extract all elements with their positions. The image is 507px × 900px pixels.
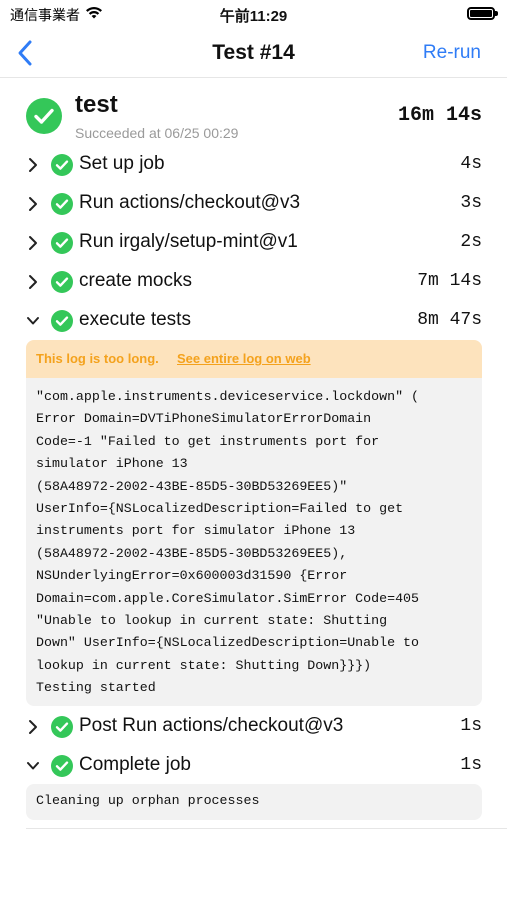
- log-output: "com.apple.instruments.deviceservice.loc…: [26, 378, 482, 706]
- check-circle-icon: [51, 755, 73, 777]
- chevron-right-icon[interactable]: [26, 195, 40, 213]
- step-row[interactable]: Complete job 1s: [26, 749, 482, 783]
- step-row[interactable]: Set up job 4s: [26, 148, 482, 182]
- log-output: Cleaning up orphan processes: [26, 784, 482, 820]
- step-duration: 1s: [460, 716, 482, 736]
- chevron-right-icon[interactable]: [26, 156, 40, 174]
- check-circle-icon: [51, 154, 73, 176]
- step-duration: 2s: [460, 232, 482, 252]
- job-name: test: [75, 91, 118, 118]
- step-row[interactable]: execute tests 8m 47s: [26, 304, 482, 338]
- rerun-button[interactable]: Re-run: [422, 42, 481, 63]
- step-row[interactable]: create mocks 7m 14s: [26, 265, 482, 299]
- see-log-on-web-link[interactable]: See entire log on web: [177, 351, 311, 366]
- step-name: Set up job: [79, 153, 165, 174]
- step-name: execute tests: [79, 309, 191, 330]
- battery-icon: [467, 7, 498, 20]
- wifi-icon: [86, 6, 102, 19]
- job-header: test Succeeded at 06/25 00:29 16m 14s: [26, 88, 482, 144]
- step-name: Run actions/checkout@v3: [79, 192, 301, 213]
- page-title: Test #14: [212, 41, 295, 64]
- step-name: Run irgaly/setup-mint@v1: [79, 231, 298, 252]
- log-text: Cleaning up orphan processes: [36, 793, 260, 808]
- chevron-right-icon[interactable]: [26, 234, 40, 252]
- nav-bar: Test #14 Re-run: [0, 28, 507, 78]
- chevron-down-icon[interactable]: [26, 312, 40, 330]
- divider: [26, 828, 507, 829]
- log-text: "com.apple.instruments.deviceservice.loc…: [36, 389, 420, 696]
- check-circle-icon: [51, 271, 73, 293]
- chevron-right-icon[interactable]: [26, 718, 40, 736]
- log-too-long-banner: This log is too long. See entire log on …: [26, 340, 482, 378]
- step-duration: 7m 14s: [417, 271, 482, 291]
- step-row[interactable]: Post Run actions/checkout@v3 1s: [26, 710, 482, 744]
- check-circle-icon: [51, 716, 73, 738]
- chevron-left-icon[interactable]: [14, 38, 38, 68]
- status-bar: 通信事業者 午前11:29: [0, 0, 507, 28]
- job-duration: 16m 14s: [397, 104, 482, 127]
- check-circle-icon: [26, 98, 62, 134]
- step-duration: 1s: [460, 755, 482, 775]
- chevron-down-icon[interactable]: [26, 757, 40, 775]
- step-name: create mocks: [79, 270, 192, 291]
- check-circle-icon: [51, 193, 73, 215]
- job-status-text: Succeeded at 06/25 00:29: [75, 125, 239, 141]
- check-circle-icon: [51, 232, 73, 254]
- check-circle-icon: [51, 310, 73, 332]
- step-row[interactable]: Run irgaly/setup-mint@v1 2s: [26, 226, 482, 260]
- step-name: Post Run actions/checkout@v3: [79, 715, 344, 736]
- step-duration: 8m 47s: [417, 310, 482, 330]
- step-duration: 4s: [460, 154, 482, 174]
- chevron-right-icon[interactable]: [26, 273, 40, 291]
- step-name: Complete job: [79, 754, 191, 775]
- step-duration: 3s: [460, 193, 482, 213]
- step-row[interactable]: Run actions/checkout@v3 3s: [26, 187, 482, 221]
- status-time: 午前11:29: [219, 8, 288, 25]
- log-notice-text: This log is too long.: [36, 351, 159, 366]
- carrier-label: 通信事業者: [10, 7, 80, 23]
